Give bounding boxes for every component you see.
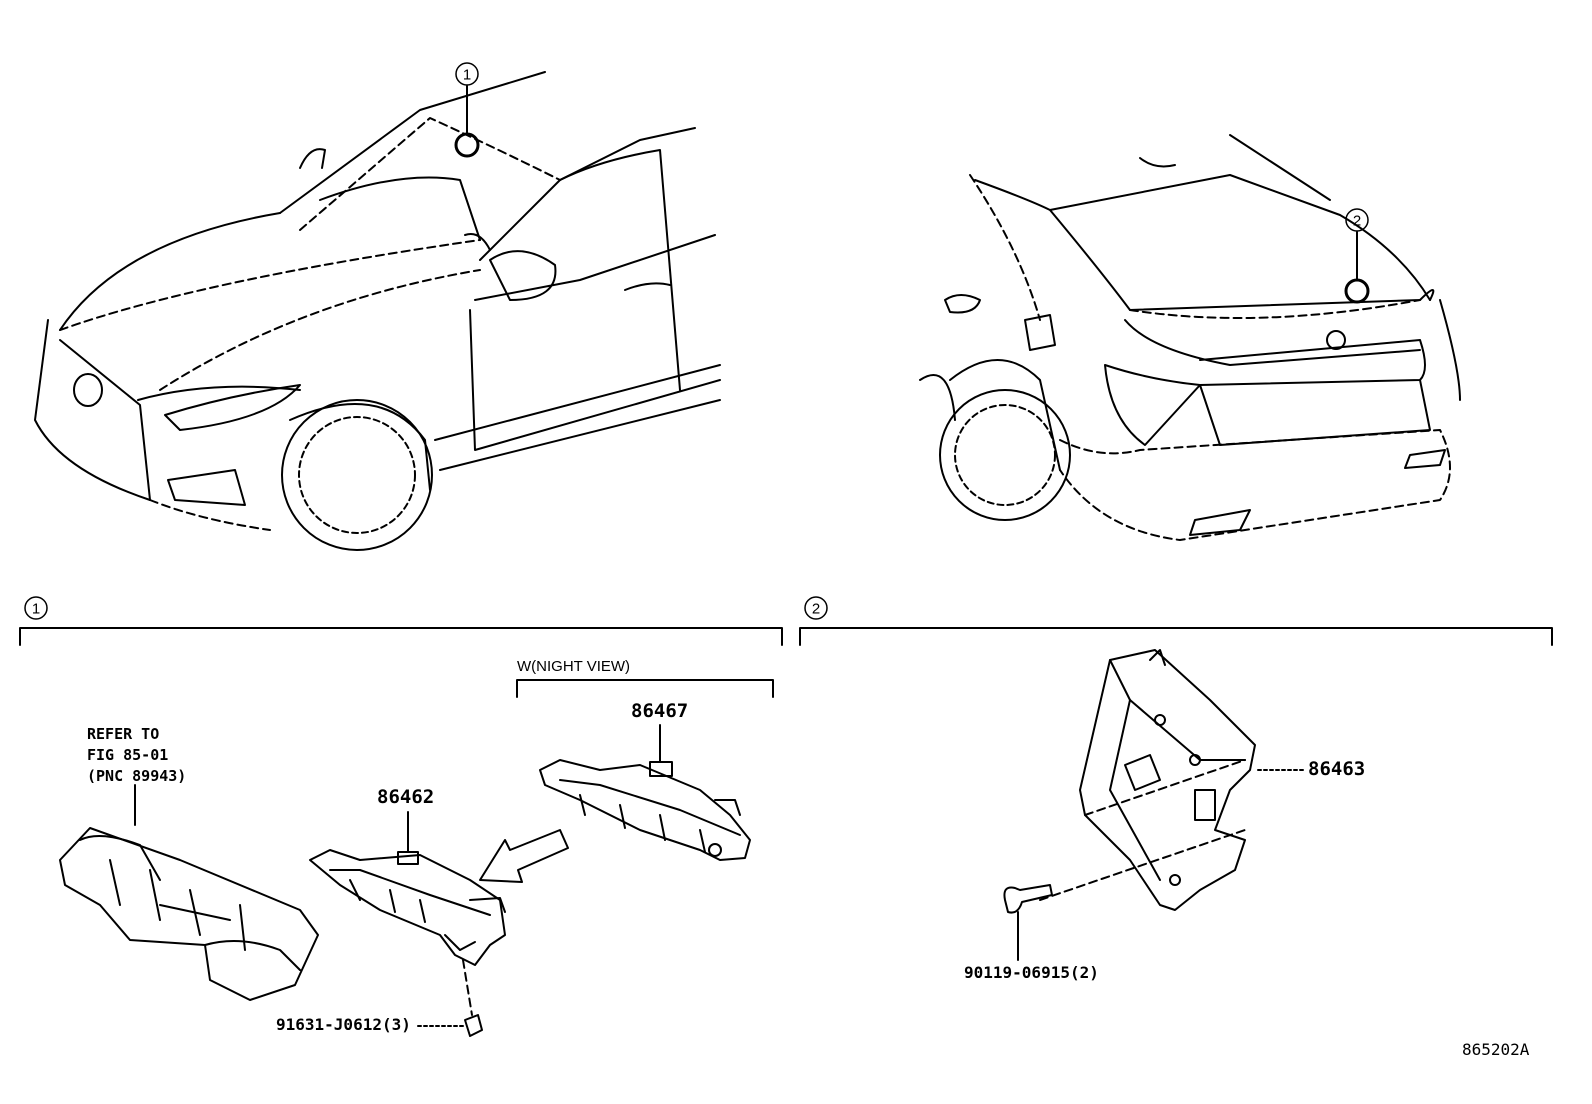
rear-car-illustration [919, 134, 1461, 541]
sensor-86467-drawing [539, 759, 751, 861]
section-marker-2-label: 2 [812, 601, 820, 618]
part-number-86467[interactable]: 86467 [631, 700, 689, 722]
ecu-86463-drawing [1079, 649, 1256, 911]
illustration-code: 865202A [1462, 1040, 1530, 1059]
callout-2-label: 2 [1353, 213, 1361, 230]
fastener-91631[interactable]: 91631-J0612(3) [276, 1015, 411, 1034]
section-marker-1-label: 1 [32, 601, 40, 618]
fastener-90119[interactable]: 90119-06915(2) [964, 963, 1099, 982]
bracket-89943-drawing [59, 827, 319, 1001]
front-car-illustration [34, 71, 721, 551]
part-number-86463[interactable]: 86463 [1308, 758, 1366, 780]
sensor-86462-drawing [309, 849, 506, 966]
night-view-condition: W(NIGHT VIEW) [517, 658, 631, 675]
part-number-86462[interactable]: 86462 [377, 786, 435, 808]
callout-1-label: 1 [463, 67, 471, 84]
refer-note: REFER TO FIG 85-01 (PNC 89943) [87, 725, 187, 785]
